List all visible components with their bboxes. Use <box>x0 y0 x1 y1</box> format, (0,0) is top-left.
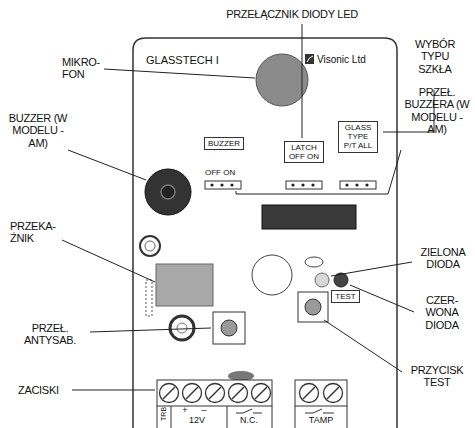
marking-box: BUZZER <box>204 137 244 150</box>
ring-inner <box>177 323 187 333</box>
leader-lines <box>62 24 434 390</box>
marking-box: TEST <box>331 290 360 303</box>
tamper-switch <box>213 312 245 344</box>
callout-label: PRZEŁ. ANTYSAB. <box>10 322 90 347</box>
ring <box>140 236 160 256</box>
pin-name: + <box>180 405 190 415</box>
dashed-part <box>146 280 152 316</box>
board-marking: TEST <box>335 292 356 301</box>
buzzer-center <box>161 185 175 199</box>
sensor-circle <box>252 255 292 295</box>
marking-box: LATCHOFF ON <box>284 141 324 163</box>
terminal-block <box>295 380 347 406</box>
screw-slots <box>163 387 339 399</box>
terminal-dividers <box>157 406 347 428</box>
board-outline <box>133 38 397 428</box>
ring <box>170 316 194 340</box>
callout-label: BUZZER (W MODELU -AM) <box>6 112 70 149</box>
ring-inner <box>145 241 155 251</box>
pin-name: – <box>199 405 209 415</box>
pin-name: 12V <box>182 415 212 425</box>
test-button-cap <box>305 299 321 315</box>
callout-label: ZACISKI <box>18 384 72 396</box>
buzzer <box>145 169 191 215</box>
test-button <box>298 292 328 322</box>
pin-name: TRB <box>160 404 168 424</box>
callout-label: ZIELONA DIODA <box>414 246 472 271</box>
board-marking: OFF ON <box>288 152 320 161</box>
chip <box>262 205 356 229</box>
green-led <box>315 273 329 287</box>
logo-icon <box>305 54 314 64</box>
board-marking: LATCH <box>288 143 320 152</box>
callout-label: PRZYCISK TEST <box>404 364 470 389</box>
board-marking: BUZZER <box>208 139 240 148</box>
microphone <box>256 54 308 106</box>
callout-label: WYBÓR TYPU SZKŁA <box>404 38 466 75</box>
marking-box: GLASS TYPEP/T ALL <box>338 121 378 153</box>
relay <box>156 264 213 306</box>
brand-marking: Visonic Ltd <box>317 54 392 65</box>
pin-dots <box>210 183 368 186</box>
tamper-switch-cap <box>221 320 237 336</box>
callout-label: CZER- WONA DIODA <box>416 294 468 331</box>
terminal-screws <box>160 384 343 403</box>
callout-label: PRZEŁ. BUZZERA (W MODELU -AM) <box>404 86 470 135</box>
switch-marking: OFF ON <box>205 169 245 178</box>
switch-symbols <box>236 409 334 413</box>
pin-name: TAMP <box>300 415 342 425</box>
jumper-pins <box>205 181 376 189</box>
led-window <box>305 257 323 267</box>
callout-label: PRZEKA- ŹNIK <box>10 220 62 245</box>
board-marking: GLASSTECH I <box>146 54 236 66</box>
callout-label: MIKRO- FON <box>62 56 104 81</box>
pin-name: N.C. <box>232 415 266 425</box>
board-marking: P/T ALL <box>342 141 374 150</box>
board-marking: GLASS TYPE <box>342 123 374 141</box>
callout-label: PRZEŁĄCZNIK DIODY LED <box>222 8 362 20</box>
terminal-block <box>157 380 272 406</box>
